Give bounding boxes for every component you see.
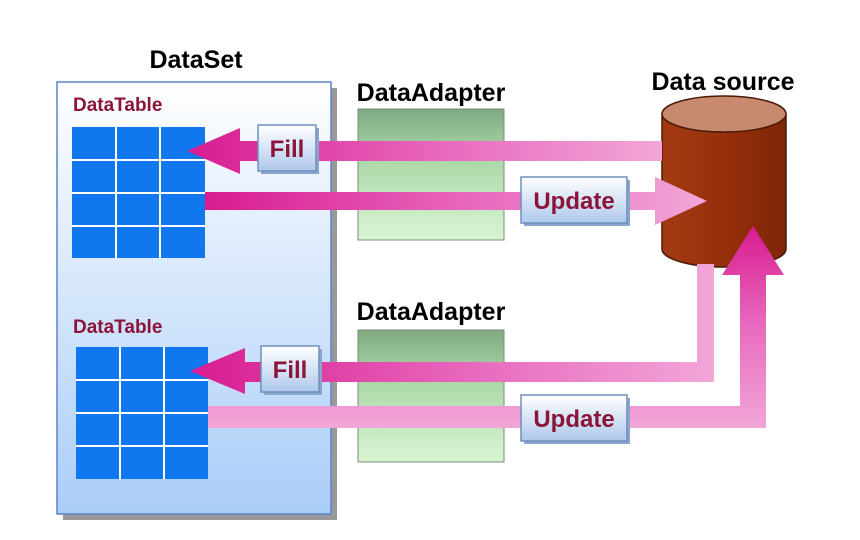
data-source-label: Data source	[651, 68, 794, 96]
update-arrow-1	[205, 177, 707, 225]
data-source-cylinder	[661, 95, 787, 268]
update-arrow-2	[208, 226, 784, 428]
datatable-label-1: DataTable	[73, 95, 162, 116]
dataadapter-label-1: DataAdapter	[357, 79, 506, 107]
fill-button-1[interactable]: Fill	[257, 124, 319, 174]
fill-arrow-2	[190, 264, 714, 394]
datatable-label-2: DataTable	[73, 317, 162, 338]
datatable-grid-2	[76, 347, 208, 479]
fill-button-2[interactable]: Fill	[260, 345, 322, 395]
update-button-2-label: Update	[533, 406, 614, 433]
dataadapter-label-2: DataAdapter	[357, 298, 506, 326]
dataadapter-box-1	[357, 108, 505, 241]
dataset-title: DataSet	[149, 46, 243, 74]
update-button-1-label: Update	[533, 188, 614, 215]
fill-button-1-label: Fill	[270, 136, 305, 163]
fill-button-2-label: Fill	[273, 357, 308, 384]
update-button-1[interactable]: Update	[520, 176, 630, 226]
dataadapter-box-2	[357, 329, 505, 463]
fill-arrow-1	[187, 128, 662, 174]
update-button-2[interactable]: Update	[520, 394, 630, 444]
datatable-grid-1	[72, 127, 205, 258]
